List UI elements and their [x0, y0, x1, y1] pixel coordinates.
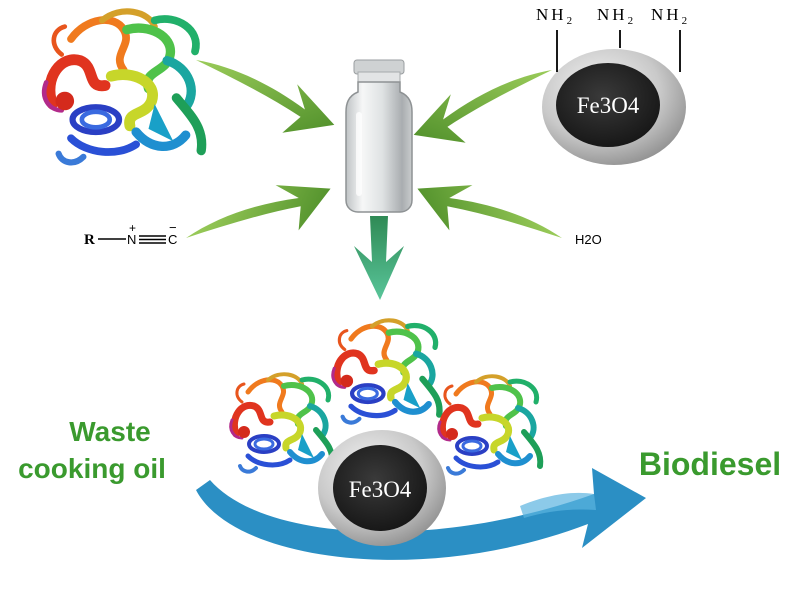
immobilized-protein: [231, 374, 333, 471]
input-label: Waste: [69, 416, 150, 447]
amine-nanoparticle: NH2 NH2 NH2 Fe3O4: [536, 5, 690, 165]
arrow-vial-to-biocatalyst: [354, 216, 404, 300]
immobilized-protein: [439, 376, 541, 473]
arrow-isocyanide-to-vial: [186, 146, 338, 289]
input-label: cooking oil: [18, 453, 166, 484]
lipase-protein-structure: [44, 11, 201, 162]
biocatalyst-nanoparticle: Fe3O4: [318, 430, 446, 546]
r-group-label: R: [84, 232, 95, 248]
water-label: H2O: [575, 232, 602, 247]
carbon-label: C: [168, 232, 177, 247]
amine-group-label: NH2: [536, 5, 575, 27]
nitrogen-label: N: [127, 232, 136, 247]
nanoparticle-label: Fe3O4: [349, 477, 412, 502]
amine-group-label: NH2: [651, 5, 690, 27]
isocyanide-structure: R N + C −: [84, 220, 177, 248]
amine-group-label: NH2: [597, 5, 636, 27]
positive-charge: +: [129, 221, 136, 235]
arrow-nanoparticle-to-vial: [409, 70, 557, 147]
nanoparticle-label: Fe3O4: [577, 93, 640, 118]
reaction-vial-icon: [345, 59, 413, 213]
process-arrow: [196, 468, 646, 560]
output-label: Biodiesel: [639, 446, 781, 482]
immobilized-protein: [333, 320, 440, 422]
arrow-water-to-vial: [410, 146, 562, 289]
arrow-protein-to-vial: [191, 60, 339, 137]
negative-charge: −: [169, 220, 177, 235]
